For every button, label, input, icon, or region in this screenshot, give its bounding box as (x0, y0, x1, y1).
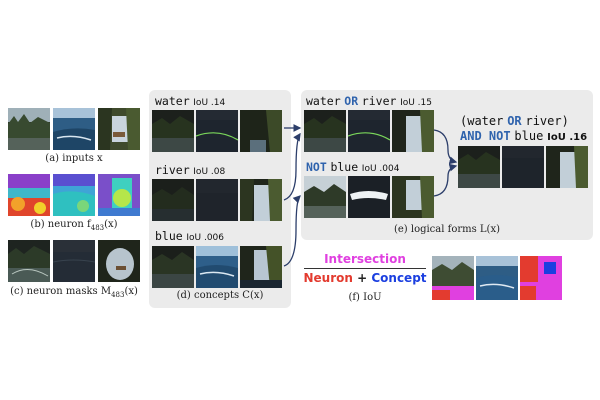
form-final-image-1 (458, 146, 500, 188)
caption-concepts: (d) concepts C(x) (176, 290, 264, 301)
input-image-forest (8, 108, 50, 150)
form-or-image-2 (348, 110, 390, 152)
form-or-image-3 (392, 110, 434, 152)
form-not-image-1 (304, 176, 346, 218)
concept-river-label: river IoU .08 (155, 163, 226, 177)
concept-water-row (152, 110, 282, 152)
concept-river-image-3 (240, 179, 282, 221)
concept-blue-image-3 (240, 246, 282, 288)
iou-image-1 (432, 256, 474, 300)
concept-blue-row (152, 246, 282, 288)
iou-fraction-bar (304, 268, 426, 269)
caption-inputs: (a) inputs x (45, 153, 103, 164)
concept-blue-image-1 (152, 246, 194, 288)
input-image-lake (53, 108, 95, 150)
caption-logical-forms: (e) logical forms L(x) (393, 224, 501, 235)
concept-river-image-2 (196, 179, 238, 221)
form-not-image-2 (348, 176, 390, 218)
iou-row (432, 256, 562, 300)
mask-image-1 (8, 240, 50, 282)
form-final-label-line1: (water OR river) (460, 114, 569, 128)
concept-blue-image-2 (196, 246, 238, 288)
form-final-image-3 (546, 146, 588, 188)
neuron-row (8, 174, 140, 216)
iou-numerator: Intersection (324, 252, 406, 266)
iou-image-3 (520, 256, 562, 300)
form-not-image-3 (392, 176, 434, 218)
form-final-row (458, 146, 588, 188)
iou-denominator: Neuron + Concept (303, 271, 427, 285)
inputs-row (8, 108, 140, 150)
concept-water-image-2 (196, 110, 238, 152)
mask-image-2 (53, 240, 95, 282)
concept-river-row (152, 179, 282, 221)
concept-water-image-3 (240, 110, 282, 152)
concept-water-image-1 (152, 110, 194, 152)
form-water-or-river-label: water OR river IoU .15 (306, 94, 432, 108)
concept-blue-label: blue IoU .006 (155, 229, 225, 243)
concept-river-image-1 (152, 179, 194, 221)
iou-image-2 (476, 256, 518, 300)
mask-row (8, 240, 140, 282)
neuron-heatmap-1 (8, 174, 50, 216)
form-final-label-line2: AND NOT blue IoU .16 (460, 129, 588, 143)
form-not-blue-row (304, 176, 434, 218)
form-not-blue-label: NOT blue IoU .004 (306, 160, 400, 174)
caption-iou: (f) IoU (348, 292, 382, 303)
caption-masks: (c) neuron masks M483(x) (10, 286, 138, 299)
mask-image-3 (98, 240, 140, 282)
form-water-or-river-row (304, 110, 434, 152)
concept-water-label: water IoU .14 (155, 94, 226, 108)
input-image-boat (98, 108, 140, 150)
neuron-heatmap-3 (98, 174, 140, 216)
form-or-image-1 (304, 110, 346, 152)
caption-neuron: (b) neuron f483(x) (30, 219, 118, 232)
neuron-heatmap-2 (53, 174, 95, 216)
form-final-image-2 (502, 146, 544, 188)
